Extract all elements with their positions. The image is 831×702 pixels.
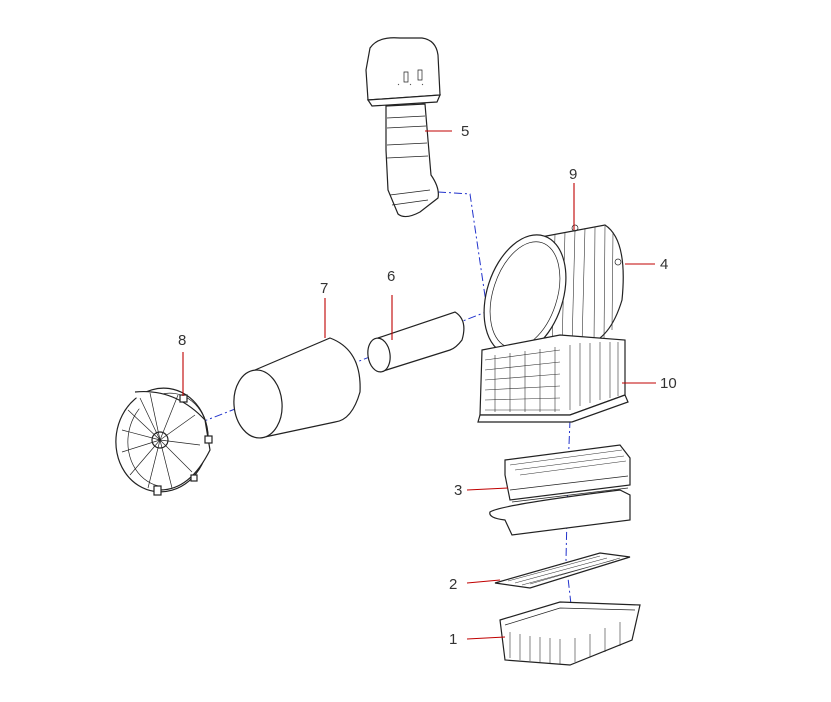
part-6-safety-filter [367,311,465,373]
part-10-main-housing [477,334,629,423]
part-5-intake-snorkel [365,37,441,218]
callout-5: 5 [461,123,469,140]
part-8-end-cover [115,387,213,496]
callout-3: 3 [454,482,462,499]
part-1-dust-tray [499,601,641,666]
part-3-filter-tray [489,444,631,536]
callout-1: 1 [449,631,457,648]
callout-4: 4 [660,256,668,273]
part-2-grille-plate [494,552,631,589]
callout-6: 6 [387,268,395,285]
callout-7: 7 [320,280,328,297]
callout-8: 8 [178,332,186,349]
part-7-primary-filter [233,337,361,439]
leader-lines [182,130,656,640]
callout-9: 9 [569,166,577,183]
part-4-cyclone-screen [483,224,624,356]
callout-numbers: 1 2 3 4 5 6 7 8 9 10 [178,123,677,648]
callout-10: 10 [660,375,677,392]
callout-2: 2 [449,576,457,593]
